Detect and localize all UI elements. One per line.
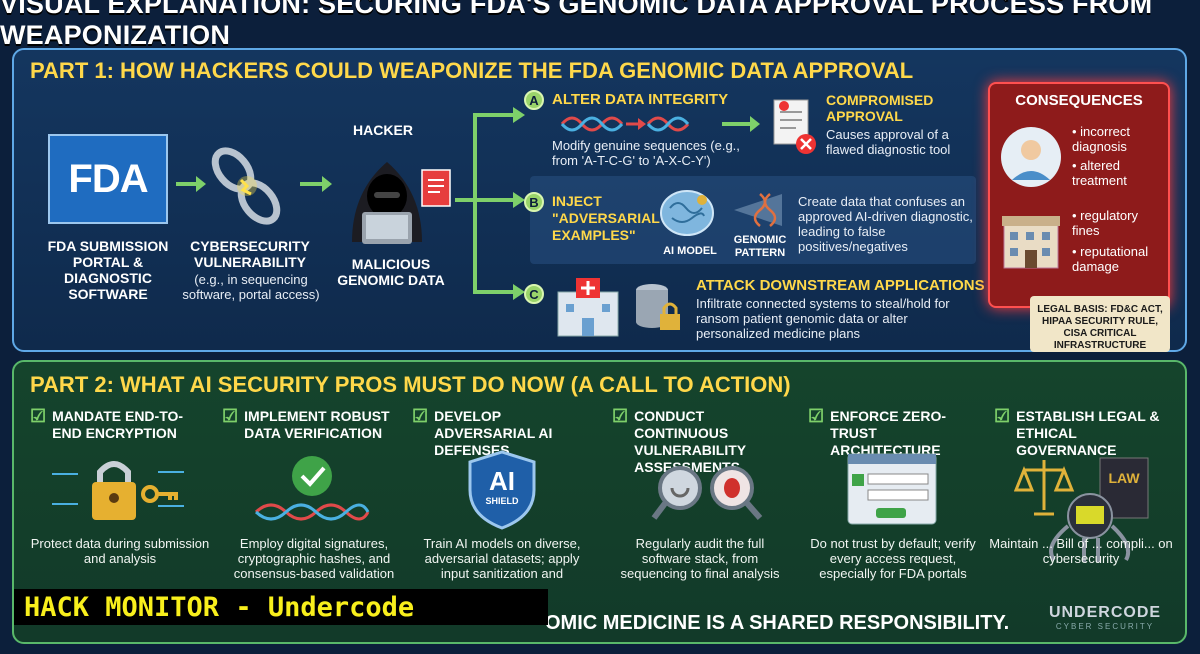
ai-shield-text: AI xyxy=(489,466,515,496)
part1-title: PART 1: HOW HACKERS COULD WEAPONIZE THE … xyxy=(30,58,914,83)
malicious-document-icon xyxy=(421,169,451,207)
action-card-verification: ☑IMPLEMENT ROBUST DATA VERIFICATION xyxy=(222,406,390,441)
checkmark-icon: ☑ xyxy=(222,406,239,426)
consequence-1: • incorrect diagnosis xyxy=(1072,124,1131,154)
hospital-icon xyxy=(557,278,619,337)
malicious-label: MALICIOUS GENOMIC DATA xyxy=(337,256,445,288)
action-desc-adversarial: Train AI models on diverse, adversarial … xyxy=(423,536,581,581)
action-desc-verification: Employ digital signatures, cryptographic… xyxy=(233,536,395,581)
option-b-badge: B xyxy=(524,192,544,212)
option-b-title: INJECT "ADVERSARIAL EXAMPLES" xyxy=(552,193,660,243)
hacker-label: HACKER xyxy=(353,122,413,138)
action-desc-assessments: Regularly audit the full software stack,… xyxy=(620,536,780,581)
part2-title: PART 2: WHAT AI SECURITY PROS MUST DO NO… xyxy=(30,372,791,397)
consequences-title: CONSEQUENCES xyxy=(1015,92,1143,109)
branch-arrows xyxy=(455,107,525,300)
compromised-title: COMPROMISED APPROVAL xyxy=(826,92,934,124)
consequence-3: • regulatory fines xyxy=(1072,208,1138,238)
law-book-text: LAW xyxy=(1108,470,1140,486)
checkmark-icon: ☑ xyxy=(808,406,825,426)
option-c-badge: C xyxy=(524,284,544,304)
ai-model-label: AI MODEL xyxy=(663,245,717,257)
footer-message: OMIC MEDICINE IS A SHARED RESPONSIBILITY… xyxy=(545,612,1010,634)
ai-shield-subtext: SHIELD xyxy=(485,496,519,506)
genomic-pattern-icon xyxy=(734,193,782,227)
database-lock-icon xyxy=(636,284,680,330)
option-a-title: ALTER DATA INTEGRITY xyxy=(552,91,729,108)
fda-portal-label: FDA SUBMISSION PORTAL & DIAGNOSTIC SOFTW… xyxy=(47,238,169,302)
verified-dna-icon xyxy=(254,456,370,521)
option-b-desc: Create data that confuses an approved AI… xyxy=(798,194,973,254)
zero-trust-login-icon xyxy=(847,453,937,525)
consequences-panel xyxy=(988,82,1170,308)
undercode-logo-text: UNDERCODE xyxy=(1048,604,1162,621)
consequence-2: • altered treatment xyxy=(1072,158,1127,188)
law-scales-robot-icon xyxy=(1014,457,1149,562)
undercode-logo-sub: CYBER SECURITY xyxy=(1055,622,1155,631)
magnifier-bug-icon xyxy=(651,466,763,520)
vuln-sublabel: (e.g., in sequencing software, portal ac… xyxy=(182,272,320,302)
checkmark-icon: ☑ xyxy=(30,406,47,426)
arrow-a-to-approval xyxy=(722,116,760,132)
option-c-desc: Infiltrate connected systems to steal/ho… xyxy=(696,296,950,341)
action-desc-encryption: Protect data during submission and analy… xyxy=(30,536,210,566)
hack-monitor-banner: HACK MONITOR - Undercode xyxy=(14,589,548,625)
compromised-doc-icon xyxy=(773,99,816,154)
padlock-key-icon xyxy=(52,461,184,520)
checkmark-icon: ☑ xyxy=(412,406,429,426)
fda-logo: FDA xyxy=(48,134,168,224)
doctor-icon xyxy=(1001,127,1061,187)
option-a-desc: Modify genuine sequences (e.g., from 'A-… xyxy=(552,138,740,168)
consequence-4: • reputational damage xyxy=(1072,244,1149,274)
hacker-icon xyxy=(352,162,422,244)
action-card-governance: ☑ESTABLISH LEGAL & ETHICAL GOVERNANCE xyxy=(994,406,1160,458)
page-title: VISUAL EXPLANATION: SECURING FDA'S GENOM… xyxy=(0,0,1153,50)
action-card-assessments: ☑CONDUCT CONTINUOUS VULNERABILITY ASSESS… xyxy=(612,406,746,475)
compromised-desc: Causes approval of a flawed diagnostic t… xyxy=(826,127,951,157)
checkmark-icon: ☑ xyxy=(612,406,629,426)
option-a-badge: A xyxy=(524,90,544,110)
arrow-fda-to-vuln xyxy=(176,176,206,192)
option-c-title: ATTACK DOWNSTREAM APPLICATIONS xyxy=(696,277,985,294)
action-desc-zero-trust: Do not trust by default; verify every ac… xyxy=(810,536,976,581)
broken-chain-icon xyxy=(211,147,281,225)
dna-mutation-icon xyxy=(560,116,690,132)
ai-shield-icon xyxy=(468,450,536,530)
building-icon xyxy=(1002,216,1060,269)
vuln-label: CYBERSECURITY VULNERABILITY xyxy=(190,238,310,270)
ai-brain-icon xyxy=(660,190,714,236)
checkmark-icon: ☑ xyxy=(994,406,1011,426)
genomic-pattern-label: GENOMIC PATTERN xyxy=(733,234,787,259)
action-card-encryption: ☑MANDATE END-TO-END ENCRYPTION xyxy=(30,406,184,441)
fda-logo-text: FDA xyxy=(68,156,148,201)
option-b-panel xyxy=(530,176,976,264)
arrow-vuln-to-hacker xyxy=(300,176,332,192)
action-desc-governance: Maintain ... Bill of ... compli... on cy… xyxy=(989,536,1173,566)
legal-basis-scroll: LEGAL BASIS: FD&C ACT, HIPAA SECURITY RU… xyxy=(1030,296,1170,352)
